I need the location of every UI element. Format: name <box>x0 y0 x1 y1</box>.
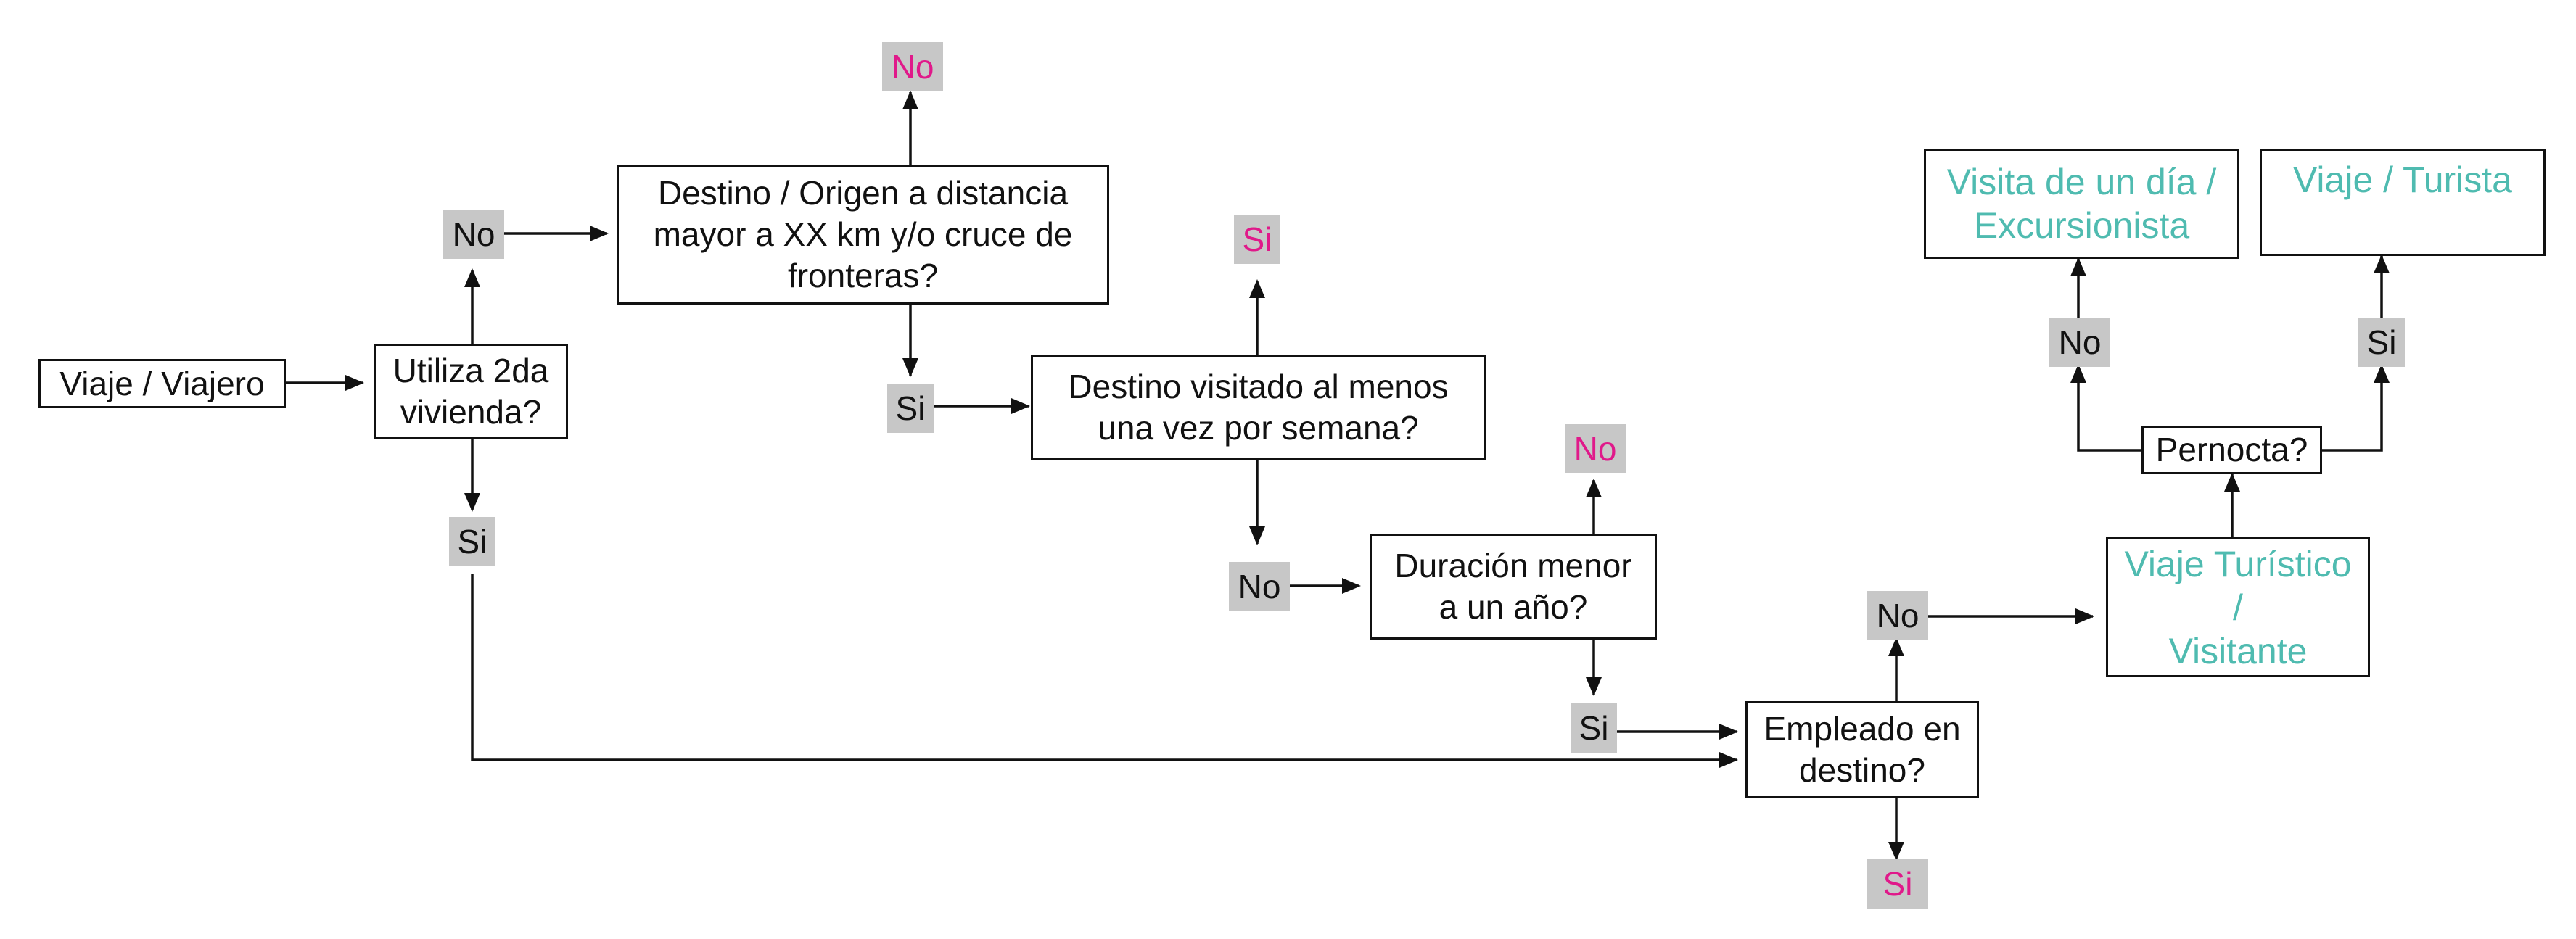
label-empleado-no: No <box>1867 591 1928 640</box>
node-line: Destino / Origen a distancia <box>657 174 1069 212</box>
node-line: Viaje Turístico <box>2124 543 2352 584</box>
label-visitado-no: No <box>1229 562 1290 611</box>
edge-pernocta-to-si <box>2322 364 2390 452</box>
label-visitado-si: Si <box>1234 215 1280 264</box>
node-line: Viaje / Turista <box>2292 160 2512 200</box>
node-line: Visita de un día / <box>1946 162 2217 202</box>
node-destino-origen-distancia: Destino / Origen a distancia mayor a XX … <box>617 165 1109 305</box>
label-duracion-si: Si <box>1571 703 1617 753</box>
node-pernocta: Pernocta? <box>2141 426 2322 474</box>
node-destino-visitado: Destino visitado al menos una vez por se… <box>1031 355 1486 460</box>
node-line: Destino visitado al menos <box>1068 368 1449 405</box>
node-line: Pernocta? <box>2155 431 2308 468</box>
node-empleado-en-destino: Empleado en destino? <box>1745 701 1979 798</box>
label-distancia-si: Si <box>887 384 934 433</box>
node-line: Excursionista <box>1973 205 2190 246</box>
node-line: Viaje / Viajero <box>59 364 265 402</box>
node-line: Duración menor <box>1394 547 1632 584</box>
label-pernocta-no: No <box>2049 318 2110 367</box>
node-line: Empleado en <box>1764 710 1961 748</box>
node-line: Visitante <box>2168 630 2308 671</box>
node-line: / <box>2233 587 2243 628</box>
node-viaje-viajero: Viaje / Viajero <box>38 359 286 408</box>
edge-pernocta-to-no <box>2070 364 2141 452</box>
node-line: una vez por semana? <box>1098 409 1419 447</box>
node-viaje-turistico-visitante: Viaje Turístico / Visitante <box>2106 537 2370 677</box>
label-utiliza-no: No <box>443 210 504 259</box>
node-line: a un año? <box>1439 588 1588 626</box>
node-viaje-turista: Viaje / Turista <box>2260 149 2546 256</box>
node-line: Utiliza 2da <box>392 351 549 389</box>
label-duracion-no: No <box>1565 424 1626 473</box>
node-line: fronteras? <box>787 257 939 294</box>
label-pernocta-si: Si <box>2358 318 2405 367</box>
node-visita-de-un-dia: Visita de un día / Excursionista <box>1924 149 2239 259</box>
node-utiliza-2da-vivienda: Utiliza 2da vivienda? <box>374 344 568 439</box>
label-empleado-si: Si <box>1867 859 1928 909</box>
node-duracion-menor: Duración menor a un año? <box>1370 534 1657 640</box>
node-line: mayor a XX km y/o cruce de <box>653 215 1073 253</box>
edge-utiliza-si-to-empleado <box>471 574 1738 768</box>
label-utiliza-si: Si <box>449 517 495 566</box>
label-distancia-no: No <box>882 42 943 91</box>
node-line: vivienda? <box>400 392 542 431</box>
node-line: destino? <box>1799 751 1925 789</box>
